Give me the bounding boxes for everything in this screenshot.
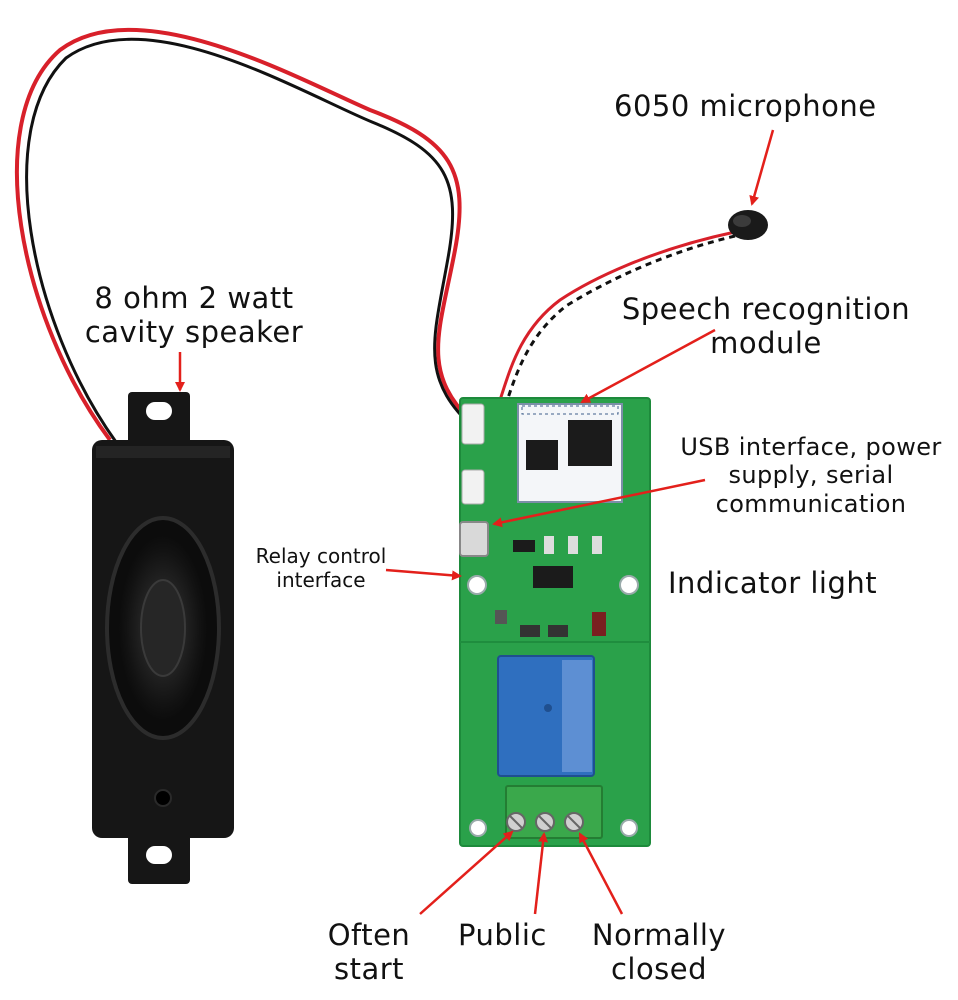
label-nc-line1: Normally: [591, 918, 727, 952]
arrow-microphone: [749, 129, 775, 206]
label-usb-line2: supply, serial: [728, 461, 894, 490]
label-speaker-line2: cavity speaker: [84, 315, 304, 350]
label-often-line1: Often: [327, 918, 411, 952]
label-relay-line1: Relay control: [255, 544, 387, 568]
label-speaker: 8 ohm 2 watt cavity speaker: [72, 281, 316, 349]
label-usb-line3: communication: [715, 489, 907, 518]
label-module-line2: module: [710, 326, 822, 361]
callout-arrows: [175, 129, 775, 915]
label-usb-line1: USB interface, power: [680, 433, 942, 461]
label-often-line2: start: [333, 952, 405, 987]
speech-module-pcb: [459, 397, 651, 847]
arrow-module: [580, 328, 716, 404]
label-normally-closed: Normally closed: [576, 918, 742, 986]
label-public: Public: [458, 918, 547, 952]
label-speaker-line1: 8 ohm 2 watt: [94, 281, 294, 315]
arrow-public: [533, 832, 549, 915]
speaker-cable: [14, 27, 475, 443]
arrow-relay: [385, 568, 462, 581]
label-relay-control: Relay control interface: [236, 544, 406, 592]
label-relay-line2: interface: [276, 567, 366, 592]
label-nc-line2: closed: [610, 952, 708, 987]
microphone-capsule: [728, 210, 768, 240]
arrow-usb: [492, 478, 706, 528]
arrow-normally-closed: [578, 832, 624, 915]
label-module-line1: Speech recognition: [621, 292, 911, 326]
label-often-start: Often start: [310, 918, 428, 986]
label-indicator-light: Indicator light: [668, 566, 878, 600]
label-speech-module: Speech recognition module: [596, 292, 936, 360]
cavity-speaker: [92, 392, 234, 884]
arrow-often-start: [419, 830, 514, 915]
label-microphone: 6050 microphone: [614, 89, 877, 123]
label-usb-interface: USB interface, power supply, serial comm…: [664, 433, 958, 518]
